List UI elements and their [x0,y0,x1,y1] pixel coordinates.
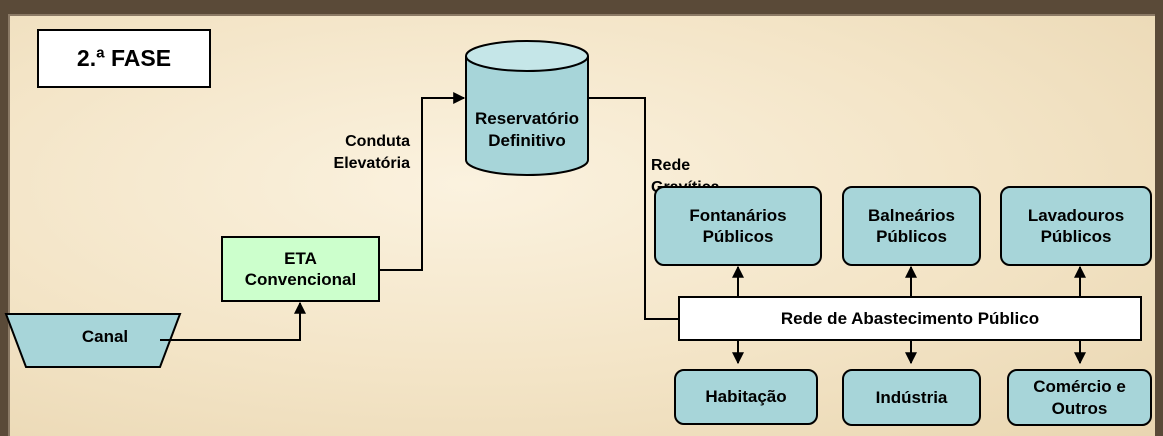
network-box: Rede de Abastecimento Público [678,296,1142,341]
lavadouros-box: Lavadouros Públicos [1000,186,1152,266]
industria-box: Indústria [842,369,981,426]
canal-to-eta-line [160,301,306,341]
conduta-elevatoria-line [380,92,466,271]
reservoir-label: Reservatório Definitivo [475,109,579,151]
reservoir-cylinder [465,40,589,176]
eta-box: ETA Convencional [221,236,380,302]
balnearios-box: Balneários Públicos [842,186,981,266]
canal-shape [4,313,182,368]
rede-gravitica-line [588,97,678,320]
phase-title: 2.ª FASE [37,29,211,88]
conduta-elevatoria-label: Conduta Elevatória [333,133,410,172]
habitacao-box: Habitação [674,369,818,425]
comercio-box: Comércio e Outros [1007,369,1152,426]
canal-label: Canal [81,327,129,346]
fontanarios-box: Fontanários Públicos [654,186,822,266]
